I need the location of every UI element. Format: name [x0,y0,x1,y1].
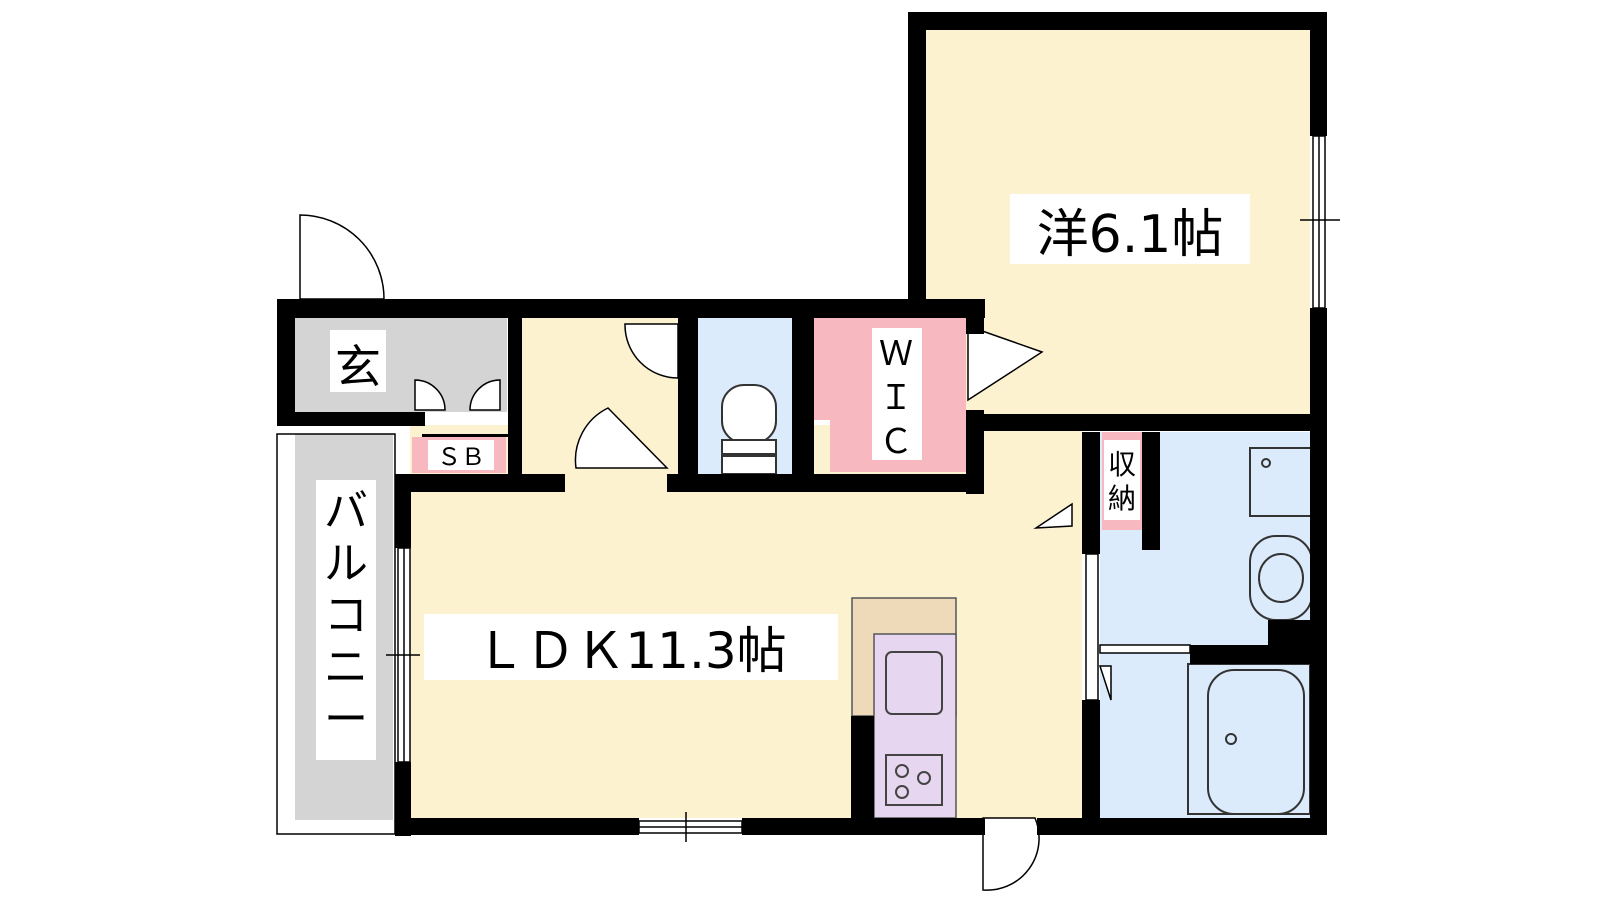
balcony-label-line-4: ニ [324,642,368,693]
western-room-label: 洋6.1帖 [1037,205,1224,265]
balcony-rail [276,433,396,835]
wic-label-line-3: Ｃ [879,422,913,462]
walls [277,12,1327,836]
shoe-box-label: ＳＢ [437,443,485,471]
washbasin-icon [1249,447,1313,621]
wic-label-line-2: Ｉ [879,378,913,418]
stove-icon [885,754,943,806]
ldk-label: ＬＤＫ11.3帖 [475,622,786,680]
door-swing-icon [299,214,1112,891]
storage-label-line-1: 収 [1108,448,1136,481]
storage-label-line-2: 納 [1108,482,1136,515]
room-labels: 洋6.1帖 ＬＤＫ11.3帖 玄 ＳＢ Ｗ Ｉ Ｃ 収 納 バ ル コ ニ ー [324,205,1223,745]
wic-label-line-1: Ｗ [879,334,913,374]
entrance-label: 玄 [335,340,381,394]
label-backgrounds [316,194,1250,760]
window-marks [386,135,1340,842]
bathtub-icon [1187,663,1311,815]
kitchen [851,597,957,819]
balcony-label-line-1: バ [324,486,368,537]
balcony-label-line-5: ー [324,694,368,745]
sink-icon [885,651,943,715]
balcony-label-line-3: コ [324,590,368,641]
toilet-icon [721,384,777,475]
balcony-label-line-2: ル [324,538,368,589]
